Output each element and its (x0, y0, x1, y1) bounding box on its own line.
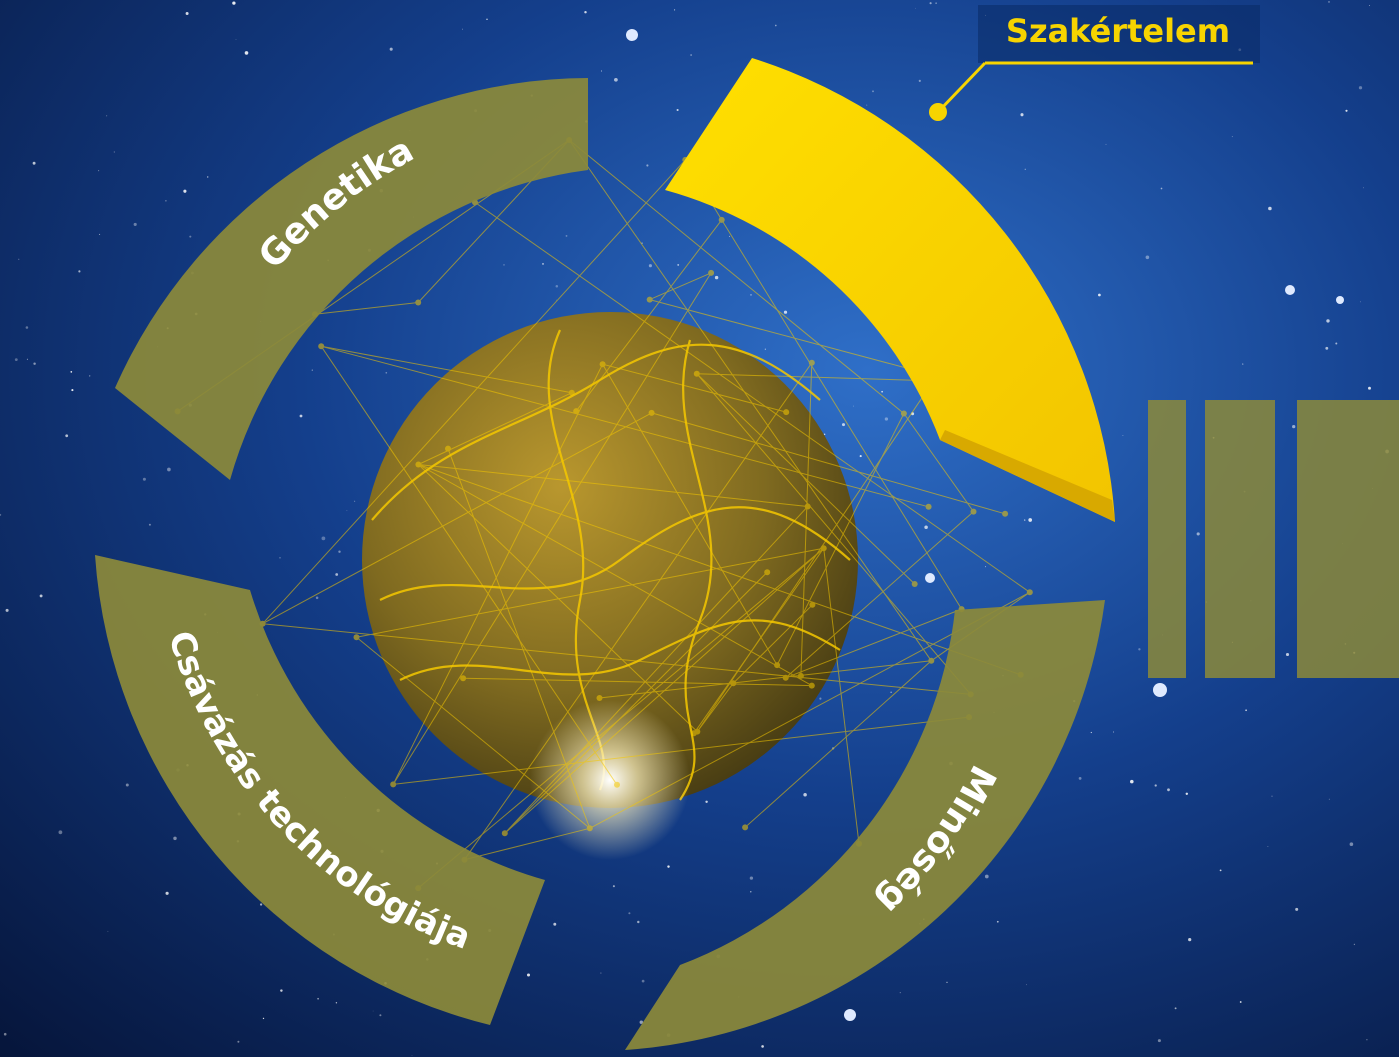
segment-genetics-arc[interactable] (115, 78, 588, 480)
network-lines (174, 137, 1042, 892)
segment-quality-arc[interactable] (625, 600, 1105, 1050)
segment-expertise-arc[interactable] (665, 58, 1115, 522)
expertise-callout: Szakértelem (929, 5, 1260, 121)
segment-expertise[interactable] (665, 58, 1115, 522)
pause-bars-icon[interactable] (1148, 400, 1399, 678)
expertise-callout-label: Szakértelem (1006, 12, 1230, 50)
segment-brewing-arc[interactable] (95, 555, 545, 1025)
